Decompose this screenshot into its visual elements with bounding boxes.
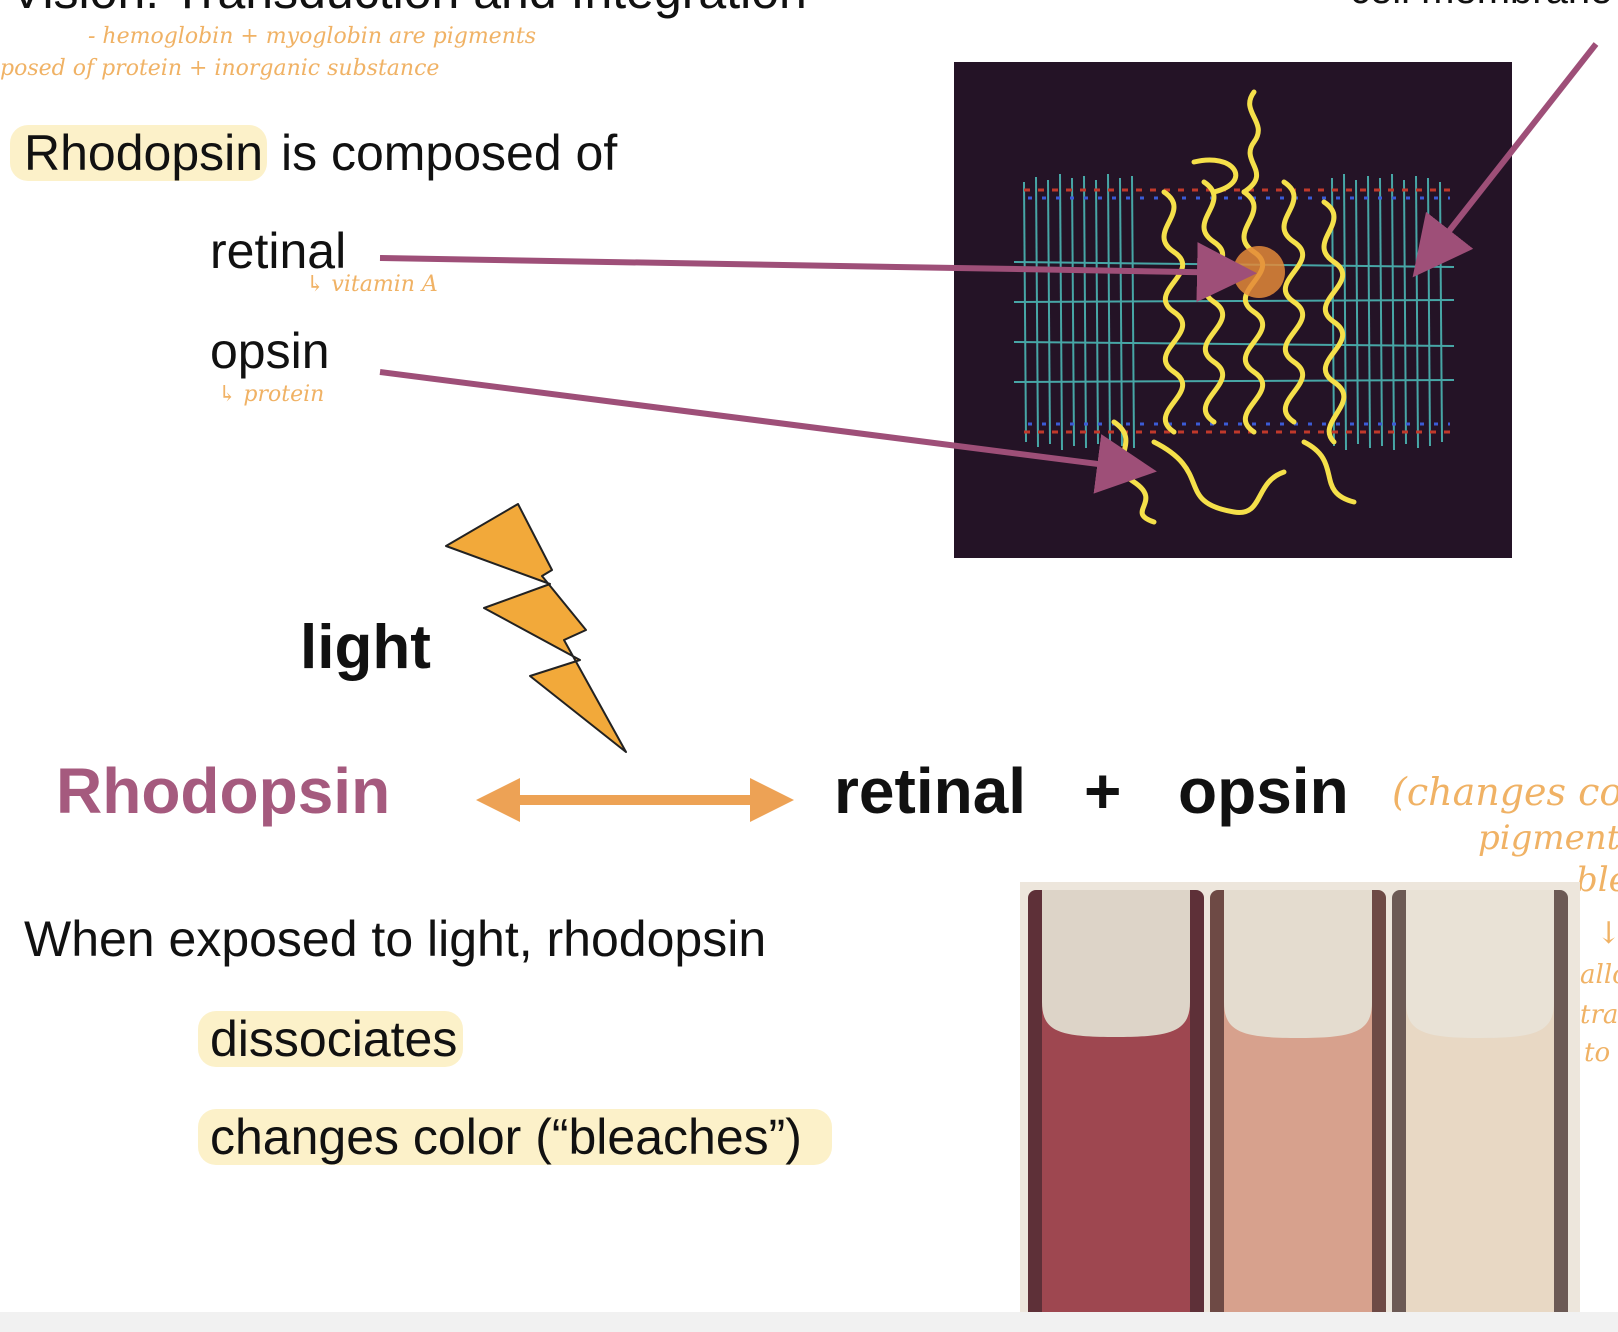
cell-membrane-label: cell membrane (1350, 0, 1612, 13)
handwritten-note-pigment: pigment (1478, 818, 1618, 858)
bleaches-highlight: changes color (“bleaches”) (198, 1109, 832, 1165)
retinal-pointer-arrow (379, 242, 1257, 303)
rhodopsin-reactant: Rhodopsin (56, 755, 391, 827)
lightning-bolt-icon (445, 503, 627, 753)
opsin-product: opsin (1178, 755, 1349, 827)
retinal-label: retinal (210, 223, 347, 279)
exposure-sentence: When exposed to light, rhodopsin (24, 911, 767, 967)
bottom-edge-bar (0, 1312, 1618, 1332)
double-arrow-icon (476, 778, 794, 822)
bleaching-tubes-image (1020, 882, 1580, 1322)
handwritten-note-composition: posed of protein + inorganic substance (0, 56, 440, 81)
retinal-product: retinal (834, 755, 1027, 827)
tubes-illustration (1020, 882, 1580, 1322)
handwritten-note-down-arrow: ↓ (1596, 916, 1618, 951)
dissociates-item: dissociates (198, 1010, 464, 1068)
handwritten-note-bleach: ble (1576, 860, 1618, 900)
light-label: light (300, 613, 431, 682)
bleaches-item: changes color (“bleaches”) (198, 1108, 832, 1166)
handwritten-note-allows: allo (1580, 960, 1618, 990)
handwritten-note-vitamin-a: ↳ vitamin A (306, 272, 438, 297)
handwritten-note-transmit: tran (1580, 1000, 1618, 1030)
dissociates-highlight: dissociates (198, 1011, 464, 1067)
intro-rest: is composed of (267, 125, 618, 181)
plus-sign: + (1084, 755, 1122, 827)
handwritten-note-protein: ↳ protein (218, 382, 325, 407)
handwritten-note-to: to (1584, 1038, 1611, 1068)
intro-highlight: Rhodopsin (10, 125, 268, 181)
slide-title: Vision: Transduction and Integration (10, 0, 807, 20)
handwritten-note-changes-color: (changes colo (1392, 770, 1618, 814)
rhodopsin-structure-image (954, 62, 1512, 558)
opsin-label: opsin (210, 323, 330, 379)
intro-sentence: Rhodopsin is composed of (10, 124, 617, 182)
handwritten-note-pigments: - hemoglobin + myoglobin are pigments (88, 24, 537, 49)
opsin-pointer-arrow (379, 369, 1157, 494)
membrane-pointer-arrow (1412, 42, 1599, 278)
